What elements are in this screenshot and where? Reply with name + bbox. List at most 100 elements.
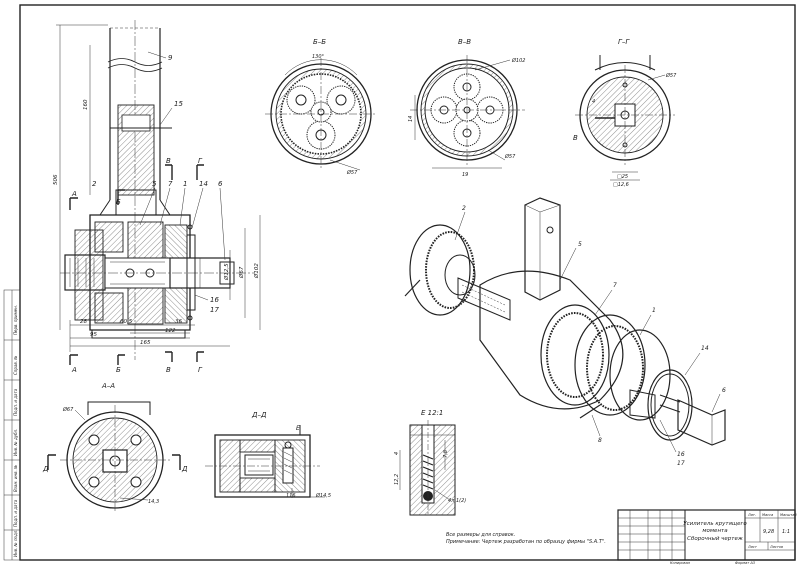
side-sign-date-2: Подп. и дата xyxy=(13,499,18,527)
title-sheets: Листов xyxy=(769,545,783,549)
title-lit-header: Лит. xyxy=(747,513,756,517)
marker-v-top: В xyxy=(166,157,171,165)
section-dd-texts: Д–Д Е 116 Ø14,5 xyxy=(251,411,331,499)
note-line-1: Все размеры для справок. xyxy=(446,532,515,538)
marker-e-dd: Е xyxy=(296,425,300,432)
section-vv-texts: В–В Ø102 Ø57 19 14 xyxy=(408,38,525,178)
part-6: 6 xyxy=(218,180,223,188)
dim-122: 122 xyxy=(165,328,176,334)
iso-part-7: 7 xyxy=(613,282,617,289)
marker-b-top: Б xyxy=(116,198,121,206)
section-bb-texts: Б–Б 130° Ø57 xyxy=(312,38,358,176)
part-14: 14 xyxy=(199,180,208,188)
dim-95: 95 xyxy=(90,332,97,338)
main-dimensions xyxy=(56,24,261,365)
side-first-use: Перв. примен. xyxy=(13,305,18,335)
marker-d-left: Д xyxy=(42,465,49,473)
dim-d102: Ø102 xyxy=(253,263,260,279)
marker-v-gg: В xyxy=(573,134,578,142)
dim-7-8: 7,8 xyxy=(443,450,449,458)
dim-130deg: 130° xyxy=(312,54,325,60)
dim-36: 36 xyxy=(175,319,182,325)
dim-sq12-6: □12,6 xyxy=(613,182,629,188)
marker-v-bottom: В xyxy=(166,366,171,374)
dim-14: 14 xyxy=(408,116,414,122)
dim-60-5: 60,5 xyxy=(120,319,133,325)
marker-b-bottom: Б xyxy=(116,366,121,374)
section-gg-title: Г–Г xyxy=(618,38,630,46)
note-line-2: Примечание: Чертеж разработан по образцу… xyxy=(446,539,606,545)
part-5: 5 xyxy=(152,180,157,188)
part-1: 1 xyxy=(183,180,187,188)
section-bb-title: Б–Б xyxy=(313,38,326,46)
title-scale-value: 1:1 xyxy=(782,529,790,535)
marker-a-top: А xyxy=(71,190,77,198)
marker-a-bottom: А xyxy=(71,366,77,374)
section-aa-texts: А–А Ø67 14,3 Д Д xyxy=(42,382,188,505)
dim-d57-vv: Ø57 xyxy=(504,153,516,160)
side-sign-date-1: Подп. и дата xyxy=(13,388,18,416)
dim-d12-5: Ø12,5 xyxy=(223,263,230,281)
dim-d57-gg: Ø57 xyxy=(665,72,677,79)
iso-part-17: 17 xyxy=(677,460,685,467)
title-mass-value: 9,28 xyxy=(763,529,774,535)
title-block xyxy=(617,509,796,561)
part-17: 17 xyxy=(210,306,219,314)
section-vv-title: В–В xyxy=(458,38,471,46)
dim-4-e: 4 xyxy=(394,452,400,455)
side-ref-no: Справ. № xyxy=(13,356,18,375)
section-bb-view xyxy=(265,58,377,171)
part-16: 16 xyxy=(210,296,219,304)
section-aa-view xyxy=(47,401,181,512)
part-9: 9 xyxy=(168,54,173,62)
section-dd-view xyxy=(205,425,325,498)
title-line-2: момента xyxy=(702,528,728,534)
sheet-frame xyxy=(3,4,796,561)
section-aa-title: А–А xyxy=(101,382,115,390)
part-2: 2 xyxy=(92,180,97,188)
dim-12-2: 12,2 xyxy=(394,474,400,485)
side-strip: Перв. примен. Справ. № Подп. и дата Инв.… xyxy=(13,305,18,557)
side-orig-inv: Инв. № подл. xyxy=(13,529,18,557)
dim-d57-bb: Ø57 xyxy=(346,169,358,176)
title-line-1: Усилитель крутящего xyxy=(683,521,747,527)
iso-part-8: 8 xyxy=(598,437,602,444)
title-copied: Копировал xyxy=(670,561,691,565)
part-7: 7 xyxy=(168,180,173,188)
dim-19: 19 xyxy=(462,172,468,178)
dim-14-3: 14,3 xyxy=(148,499,159,505)
dim-sq25: □25 xyxy=(617,174,628,180)
iso-part-5: 5 xyxy=(578,241,582,248)
title-scale-header: Масштаб xyxy=(780,513,797,517)
section-vv-view xyxy=(410,55,525,169)
dim-4-holes: 4л,1(2) xyxy=(448,498,466,504)
title-mass-header: Масса xyxy=(762,513,773,517)
dim-506: 506 xyxy=(53,174,59,185)
view-e-title: Е 12:1 xyxy=(421,409,443,417)
iso-part-1: 1 xyxy=(652,307,656,314)
marker-g-top: Г xyxy=(198,157,203,165)
dim-4: 4 xyxy=(592,99,595,105)
title-block-texts: Усилитель крутящего момента Сборочный че… xyxy=(670,513,797,565)
dim-160: 160 xyxy=(83,99,89,110)
side-replace-inv: Взам. инв. № xyxy=(13,465,18,492)
dim-116: 116 xyxy=(286,493,296,499)
iso-part-16: 16 xyxy=(677,451,685,458)
title-sheet: Лист xyxy=(747,545,758,549)
isometric-exploded-view xyxy=(404,197,726,446)
main-dimension-texts: 506 160 28 60,5 36 95 165 122 Ø102 Ø67 Ø… xyxy=(53,99,260,346)
section-dd-title: Д–Д xyxy=(251,411,267,419)
view-e-texts: Е 12:1 4 7,8 12,2 4л,1(2) xyxy=(394,409,466,504)
part-15: 15 xyxy=(174,100,183,108)
iso-part-2: 2 xyxy=(462,205,466,212)
iso-part-6: 6 xyxy=(722,387,726,394)
title-line-3: Сборочный чертеж xyxy=(687,536,743,542)
dim-28: 28 xyxy=(80,319,87,325)
section-gg-view xyxy=(575,55,675,181)
dim-d67: Ø67 xyxy=(238,266,245,279)
dim-d102-vv: Ø102 xyxy=(511,57,525,64)
side-dup-inv: Инв. № дубл. xyxy=(13,429,18,456)
main-labels: А А Б Б В В Г Г 9 15 2 5 7 1 14 6 16 17 xyxy=(71,51,226,374)
